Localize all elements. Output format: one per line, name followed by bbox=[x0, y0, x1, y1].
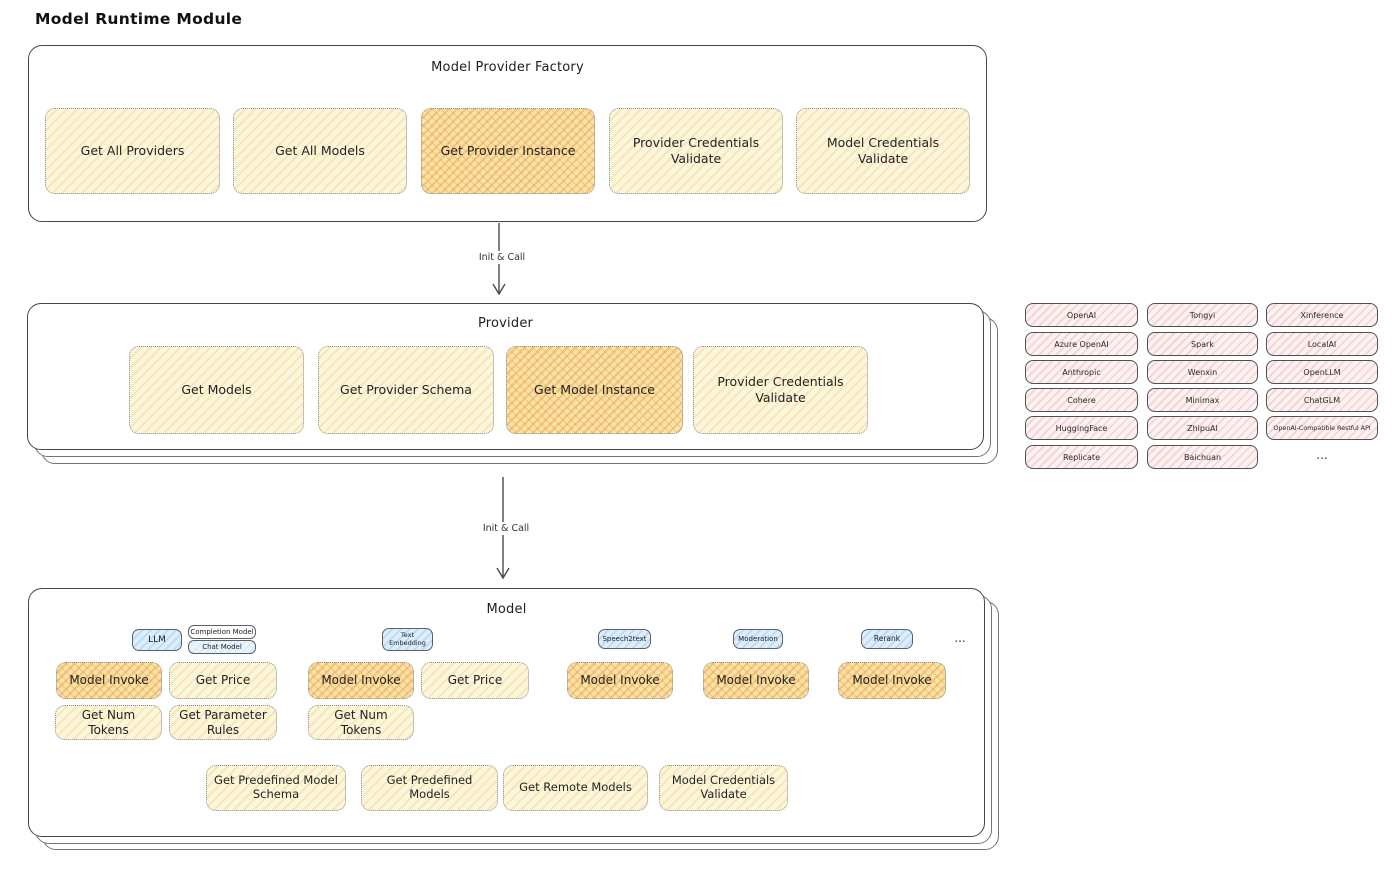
get-predefined-models-node[interactable]: Get Predefined Models bbox=[361, 765, 498, 811]
llm-get-price-node[interactable]: Get Price bbox=[169, 662, 277, 699]
page-title: Model Runtime Module bbox=[35, 10, 243, 28]
provider-panel-title: Provider bbox=[477, 316, 534, 331]
provider-chip-zhipuai[interactable]: ZhipuAI bbox=[1147, 416, 1258, 440]
factory-panel: Model Provider Factory Get All Providers… bbox=[28, 45, 987, 222]
tab-chat-model[interactable]: Chat Model bbox=[188, 640, 256, 654]
provider-chip-wenxin[interactable]: Wenxin bbox=[1147, 360, 1258, 384]
provider-chip-anthropic[interactable]: Anthropic bbox=[1025, 360, 1138, 384]
provider-chip-xinference[interactable]: Xinference bbox=[1266, 303, 1378, 327]
provider-chip-azure-openai[interactable]: Azure OpenAI bbox=[1025, 332, 1138, 356]
tab-moderation[interactable]: Moderation bbox=[733, 629, 783, 649]
factory-get-all-models-node[interactable]: Get All Models bbox=[233, 108, 407, 194]
llm-get-num-tokens-node[interactable]: Get Num Tokens bbox=[55, 705, 162, 740]
speech2text-model-invoke-node[interactable]: Model Invoke bbox=[567, 662, 673, 699]
provider-chip-localai[interactable]: LocalAI bbox=[1266, 332, 1378, 356]
provider-chip-replicate[interactable]: Replicate bbox=[1025, 445, 1138, 469]
arrow2-label: Init & Call bbox=[473, 522, 539, 535]
provider-chip-tongyi[interactable]: Tongyi bbox=[1147, 303, 1258, 327]
factory-panel-title: Model Provider Factory bbox=[431, 60, 584, 75]
llm-get-parameter-rules-node[interactable]: Get Parameter Rules bbox=[169, 705, 277, 740]
provider-get-models-node[interactable]: Get Models bbox=[129, 346, 304, 434]
model-panel-title: Model bbox=[486, 602, 527, 617]
text-embedding-get-num-tokens-node[interactable]: Get Num Tokens bbox=[308, 705, 414, 740]
factory-provider-credentials-validate-node[interactable]: Provider Credentials Validate bbox=[609, 108, 783, 194]
provider-chip-cohere[interactable]: Cohere bbox=[1025, 388, 1138, 412]
provider-chip-spark[interactable]: Spark bbox=[1147, 332, 1258, 356]
tab-completion-model[interactable]: Completion Model bbox=[188, 625, 256, 639]
provider-chip-baichuan[interactable]: Baichuan bbox=[1147, 445, 1258, 469]
provider-provider-credentials-validate-node[interactable]: Provider Credentials Validate bbox=[693, 346, 868, 434]
rerank-model-invoke-node[interactable]: Model Invoke bbox=[838, 662, 946, 699]
get-predefined-model-schema-node[interactable]: Get Predefined Model Schema bbox=[206, 765, 346, 811]
text-embedding-get-price-node[interactable]: Get Price bbox=[421, 662, 529, 699]
provider-panel: Provider Get Models Get Provider Schema … bbox=[27, 303, 984, 450]
tab-llm[interactable]: LLM bbox=[132, 629, 182, 651]
llm-model-invoke-node[interactable]: Model Invoke bbox=[56, 662, 162, 699]
providers-more-ellipsis: ... bbox=[1316, 448, 1328, 462]
provider-chip-openai-compatible-restful-api[interactable]: OpenAI-Compatible Restful API bbox=[1266, 416, 1378, 440]
factory-model-credentials-validate-node[interactable]: Model Credentials Validate bbox=[796, 108, 970, 194]
get-remote-models-node[interactable]: Get Remote Models bbox=[503, 765, 648, 811]
provider-chip-huggingface[interactable]: HuggingFace bbox=[1025, 416, 1138, 440]
tab-text-embedding[interactable]: Text Embedding bbox=[382, 628, 433, 651]
provider-chip-openai[interactable]: OpenAI bbox=[1025, 303, 1138, 327]
provider-chip-minimax[interactable]: Minimax bbox=[1147, 388, 1258, 412]
factory-get-all-providers-node[interactable]: Get All Providers bbox=[45, 108, 220, 194]
model-panel: Model LLM Completion Model Chat Model Te… bbox=[28, 588, 985, 837]
text-embedding-model-invoke-node[interactable]: Model Invoke bbox=[308, 662, 414, 699]
model-tabs-more-ellipsis: ... bbox=[954, 631, 966, 645]
provider-chip-openllm[interactable]: OpenLLM bbox=[1266, 360, 1378, 384]
provider-chip-chatglm[interactable]: ChatGLM bbox=[1266, 388, 1378, 412]
moderation-model-invoke-node[interactable]: Model Invoke bbox=[703, 662, 809, 699]
provider-get-provider-schema-node[interactable]: Get Provider Schema bbox=[318, 346, 494, 434]
tab-rerank[interactable]: Rerank bbox=[861, 629, 913, 649]
provider-get-model-instance-node[interactable]: Get Model Instance bbox=[506, 346, 683, 434]
factory-get-provider-instance-node[interactable]: Get Provider Instance bbox=[421, 108, 595, 194]
model-credentials-validate-node[interactable]: Model Credentials Validate bbox=[659, 765, 788, 811]
arrow1-label: Init & Call bbox=[469, 251, 535, 264]
tab-speech2text[interactable]: Speech2text bbox=[598, 629, 651, 649]
